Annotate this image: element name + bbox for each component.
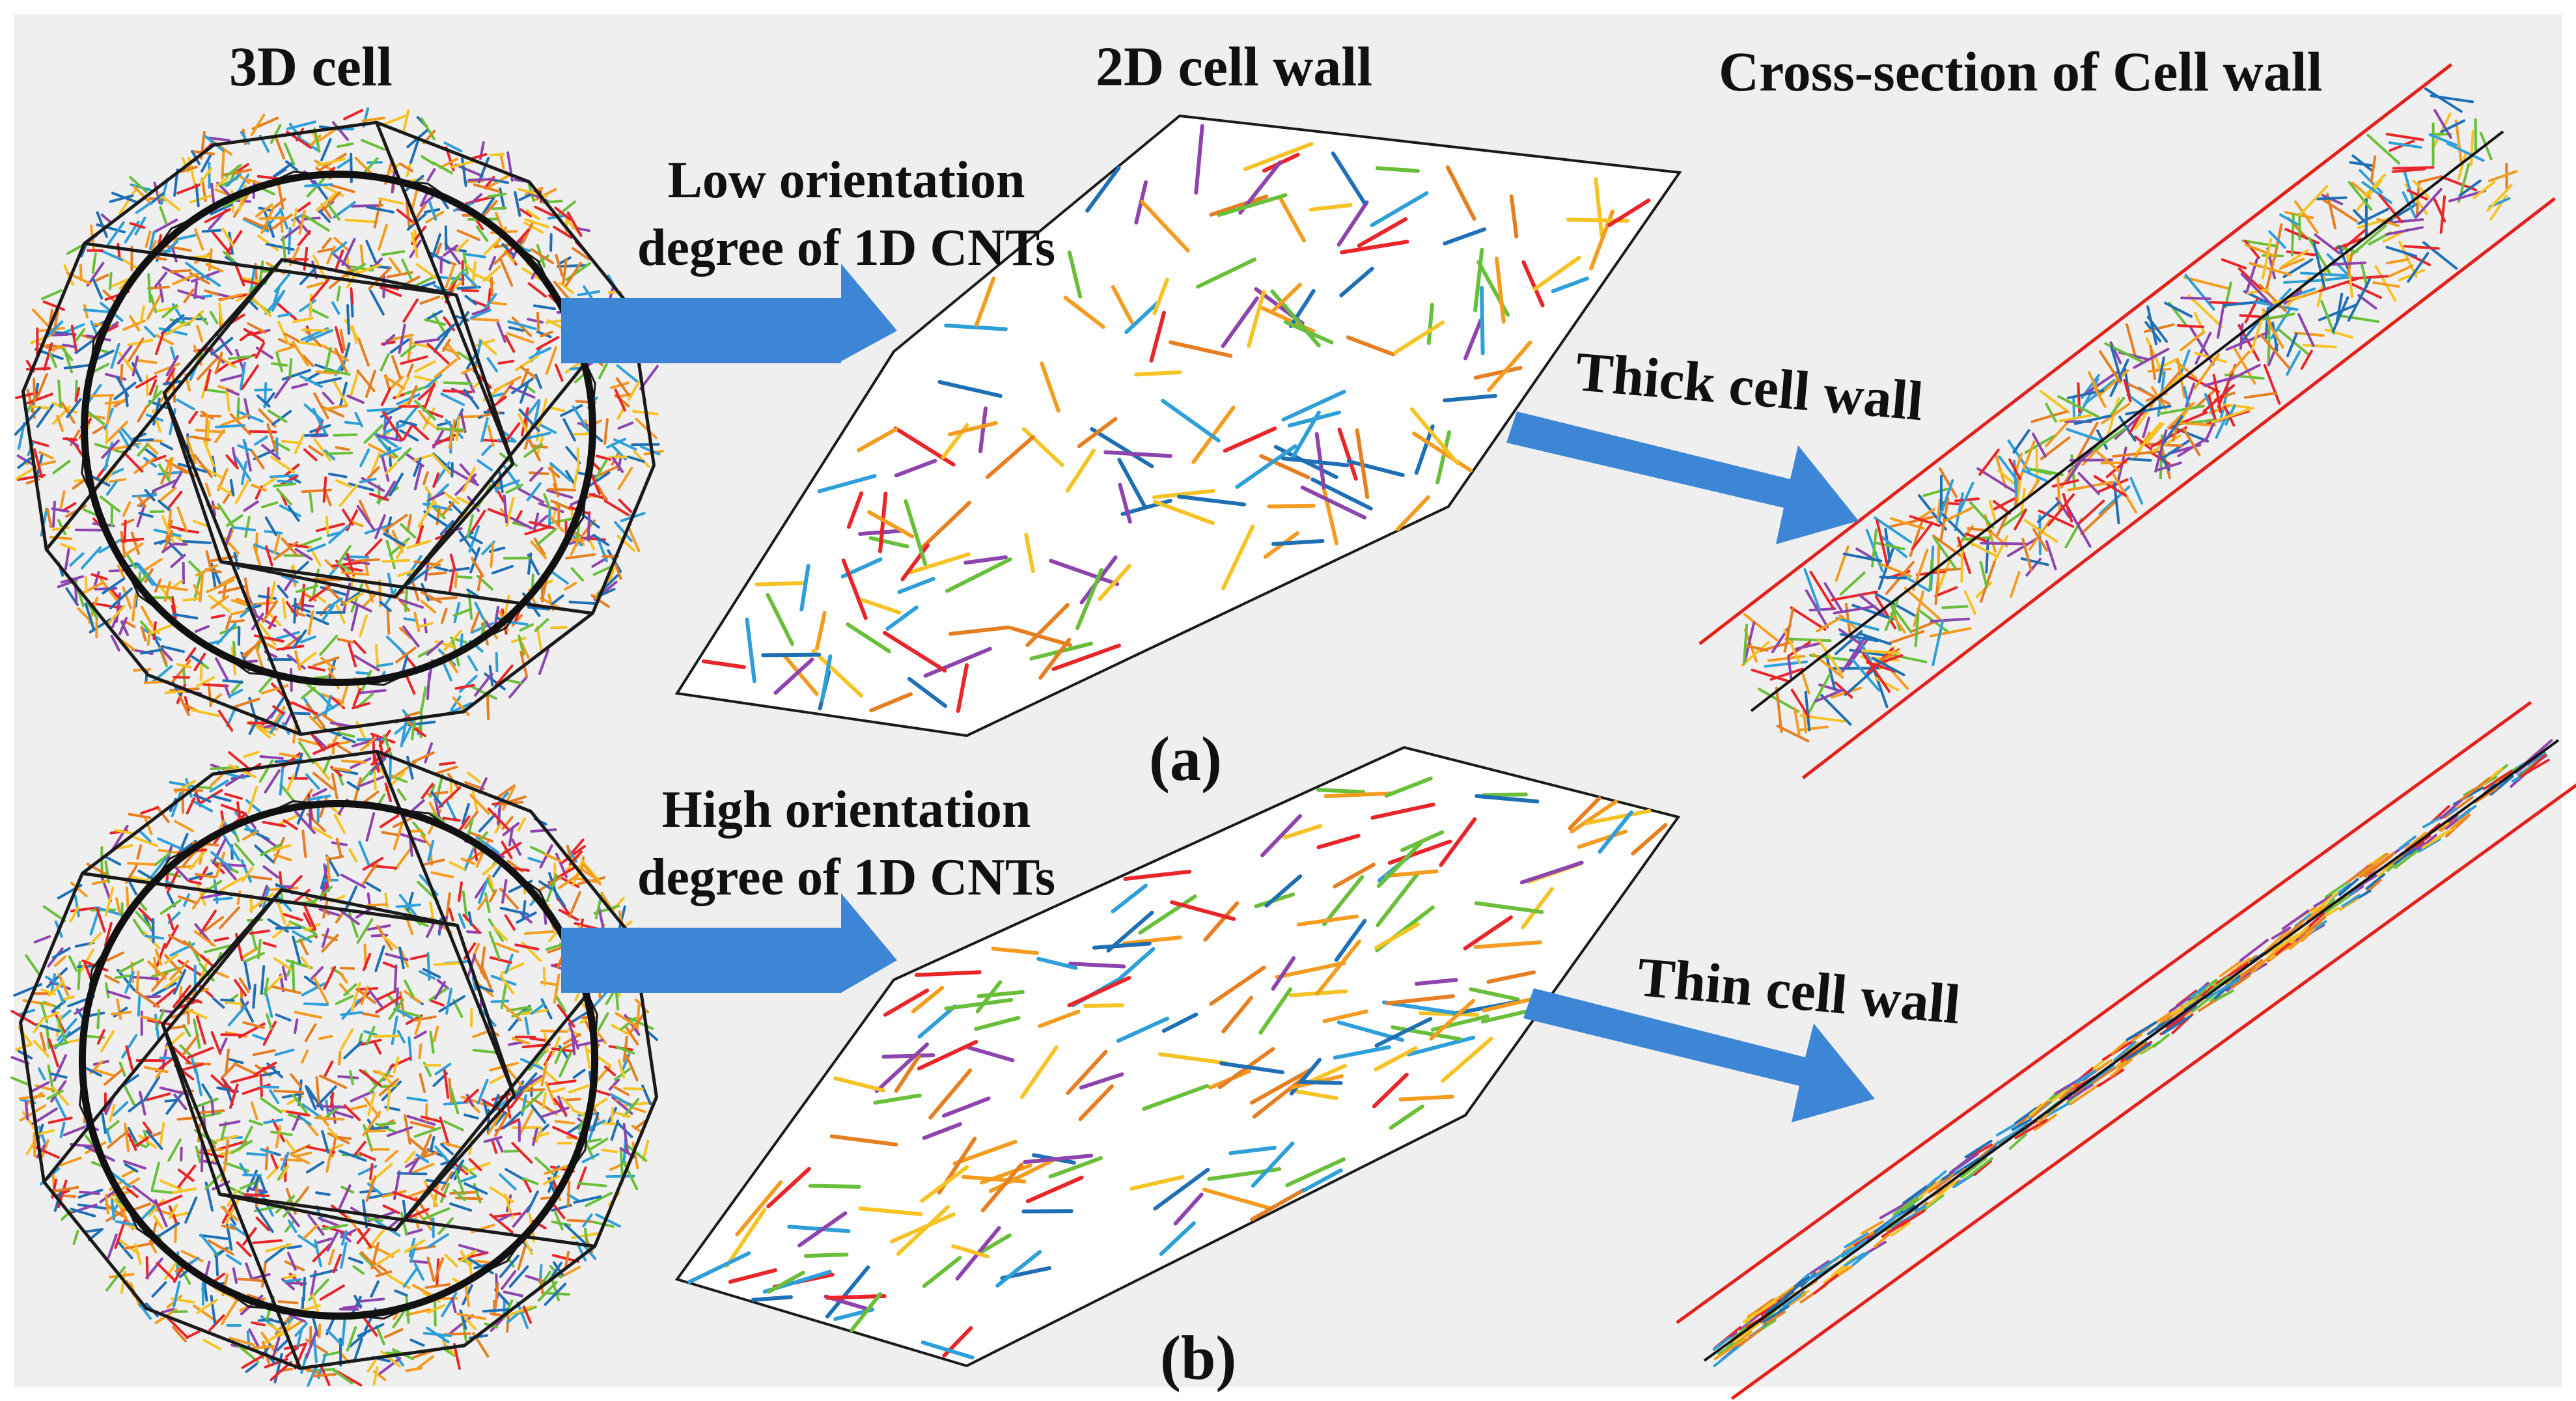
orientation-label-low-line2: degree of 1D CNTs xyxy=(637,219,1056,277)
panel-tag-a: (a) xyxy=(1149,724,1222,794)
orientation-label-high-line1: High orientation xyxy=(661,781,1031,839)
heading-3d-cell: 3D cell xyxy=(229,35,393,98)
right-arrow-icon xyxy=(1506,411,1859,544)
wall-boundary-lines xyxy=(1698,63,2556,779)
right-arrow-icon xyxy=(1523,988,1875,1122)
cnt-stick-cloud xyxy=(14,107,664,752)
orientation-label-low: Low orientation degree of 1D CNTs xyxy=(576,146,1116,282)
wall-center-line xyxy=(1750,130,2504,712)
heading-cross-section: Cross-section of Cell wall xyxy=(1719,40,2323,103)
right-arrow-icon xyxy=(561,893,897,993)
cnt-stick-cloud xyxy=(687,776,1668,1360)
right-arrow-icon xyxy=(561,264,897,363)
heading-2d-cell-wall: 2D cell wall xyxy=(1096,35,1373,98)
cross-section-thick-wall xyxy=(1698,63,2556,779)
cell-wall-2d-low-orientation xyxy=(674,114,1682,738)
cell-3d-high-orientation xyxy=(10,734,658,1387)
cnt-stick-cloud xyxy=(1712,739,2553,1368)
orientation-label-high-line2: degree of 1D CNTs xyxy=(637,849,1056,906)
orientation-label-low-line1: Low orientation xyxy=(667,152,1025,209)
cross-section-thin-wall xyxy=(1676,700,2576,1400)
cnt-stick-cloud xyxy=(702,124,1651,714)
wall-boundary-lines xyxy=(1676,700,2576,1400)
panel-tag-b: (b) xyxy=(1160,1323,1237,1393)
wall-center-line xyxy=(1703,739,2560,1362)
cnt-stick-cloud xyxy=(10,734,658,1387)
cell-3d-low-orientation xyxy=(14,107,664,752)
cell-wall-2d-high-orientation xyxy=(674,745,1681,1368)
cell-boundary-circle xyxy=(81,171,596,686)
cell-boundary-circle xyxy=(78,799,599,1320)
orientation-label-high: High orientation degree of 1D CNTs xyxy=(576,776,1116,911)
